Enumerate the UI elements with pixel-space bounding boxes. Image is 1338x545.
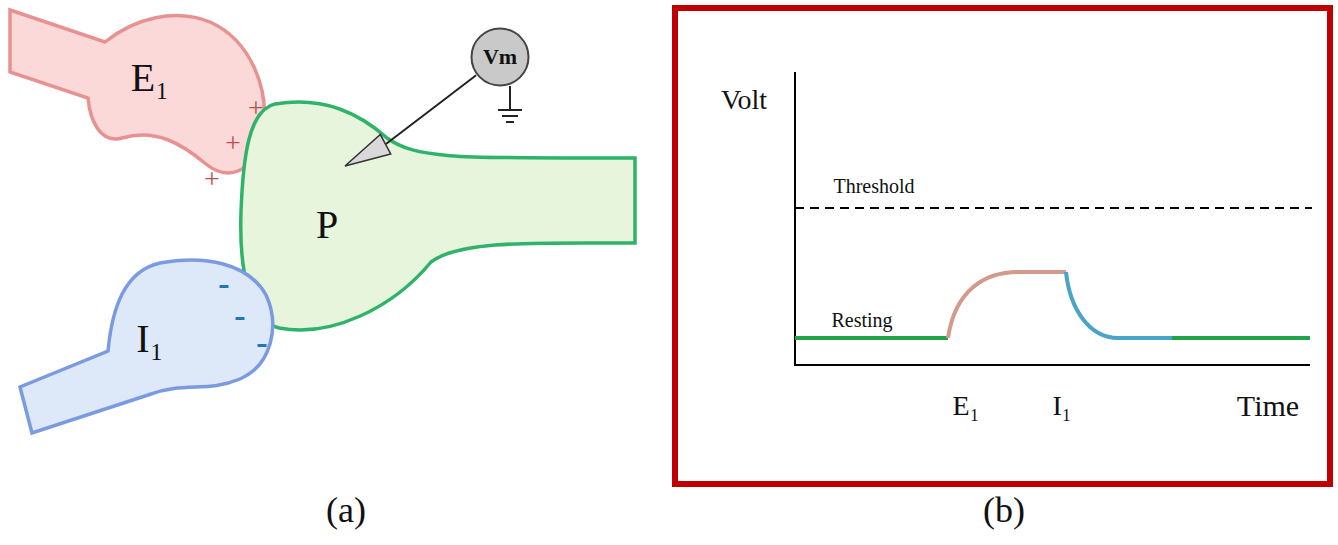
voltmeter-circle-shape — [472, 29, 529, 86]
postsynaptic-neuron-outline — [235, 100, 635, 340]
line-label: Resting — [831, 310, 892, 330]
charge-sign: - — [234, 299, 245, 333]
ground-symbol — [498, 109, 522, 111]
threshold-line — [795, 207, 1312, 209]
ground-symbol — [506, 121, 514, 123]
node-label: E₁ — [131, 58, 169, 98]
charge-sign: - — [256, 326, 267, 360]
axis-title: Time — [1237, 391, 1299, 421]
axis-title: Volt — [721, 86, 767, 114]
excitatory-terminal-shape — [10, 10, 264, 173]
postsynaptic-neuron-shape — [241, 102, 635, 330]
inhibitory-terminal-shape — [20, 260, 273, 433]
voltmeter-circle: Vm — [470, 27, 530, 87]
x-axis — [794, 364, 1310, 366]
ground-wire — [509, 86, 511, 110]
node-label: P — [316, 205, 338, 245]
y-axis — [794, 72, 796, 366]
postsynaptic-neuron: P — [235, 100, 635, 340]
line-label: Threshold — [833, 176, 914, 196]
tick-label: I₁ — [1052, 392, 1071, 420]
panel-label: (b) — [983, 492, 1025, 528]
resting-trace — [1172, 336, 1310, 340]
ipsp-trace — [1066, 272, 1172, 338]
charge-sign: + — [204, 165, 220, 193]
node-label: Vm — [483, 46, 517, 68]
charge-sign: + — [225, 129, 241, 157]
epsp-trace — [948, 272, 1066, 338]
node-label: I₁ — [136, 319, 163, 359]
tick-label: E₁ — [953, 392, 980, 420]
charge-sign: - — [218, 267, 229, 301]
electrode-wire — [386, 75, 476, 144]
inhibitory-terminal: I₁ — [20, 255, 280, 435]
resting-trace — [795, 336, 948, 340]
panel-label: (a) — [326, 492, 366, 528]
charge-sign: + — [248, 94, 264, 122]
panel-frame — [675, 8, 1330, 484]
ground-symbol — [502, 115, 518, 117]
